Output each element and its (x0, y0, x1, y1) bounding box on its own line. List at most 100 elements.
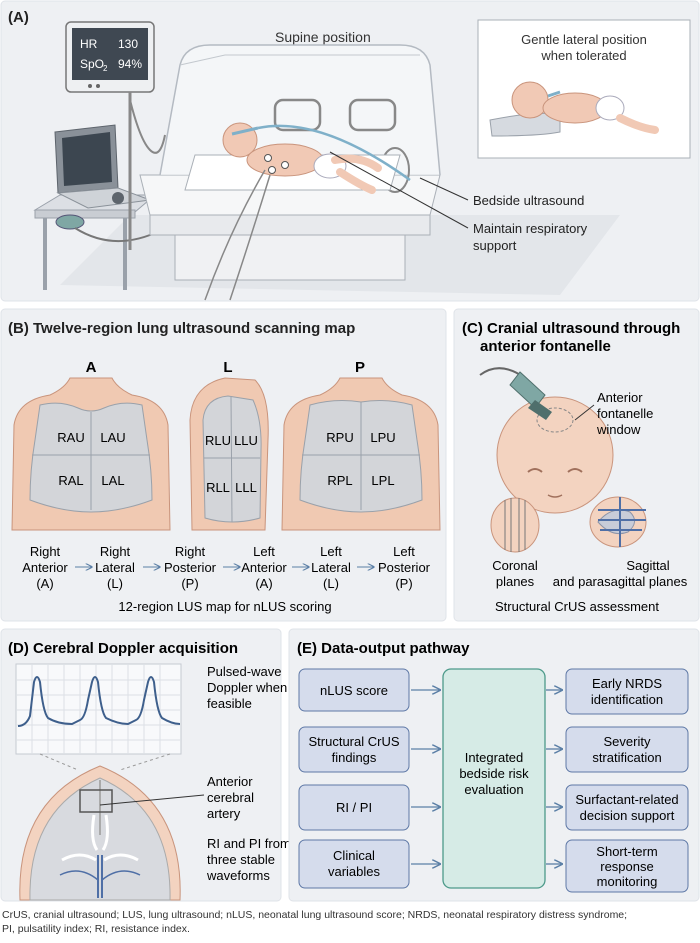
ultrasound-probe (479, 367, 552, 420)
aca-label-line2: cerebral (207, 790, 254, 805)
panel-e: (E) Data-output pathway nLUS score Struc… (288, 628, 700, 902)
panel-c-title-line2: anterior fontanelle (480, 338, 611, 355)
svg-text:Left: Left (253, 544, 275, 559)
panel-d: (D) Cerebral Doppler acquisition Pulsed-… (0, 628, 291, 902)
sagittal-label-line1: Sagittal (626, 558, 669, 573)
input-crus-line1: Structural CrUS (308, 734, 399, 749)
ri-label-line2: three stable (207, 852, 275, 867)
footnote-line2: PI, pulsatility index; RI, resistance in… (2, 923, 190, 935)
callout-bedside-ultrasound: Bedside ultrasound (473, 193, 584, 208)
output-box-severity (565, 726, 689, 773)
pw-label-line3: feasible (207, 696, 252, 711)
output-nrds-line2: identification (591, 692, 663, 707)
svg-text:Anterior: Anterior (22, 560, 68, 575)
input-clinical-line1: Clinical (333, 848, 375, 863)
callout-respiratory-line2: support (473, 238, 517, 253)
region-lal: LAL (101, 473, 124, 488)
fontanelle-label-line1: Anterior (597, 390, 643, 405)
region-lpu: LPU (370, 430, 395, 445)
svg-text:(L): (L) (323, 576, 339, 591)
svg-text:Posterior: Posterior (164, 560, 217, 575)
coronal-label-line1: Coronal (492, 558, 538, 573)
vital-monitor: HR 130 SpO 2 94% (65, 21, 166, 250)
view-label-anterior: A (86, 359, 97, 376)
seq-step-2: Right Lateral (L) (95, 544, 135, 591)
output-surfactant-line1: Surfactant-related (575, 792, 678, 807)
hr-label: HR (80, 37, 98, 51)
svg-text:(P): (P) (395, 576, 412, 591)
hr-value: 130 (118, 37, 138, 51)
pw-label-line2: Doppler when (207, 680, 287, 695)
panel-a: (A) Supine position HR 130 SpO 2 94% (0, 0, 700, 302)
center-line3: evaluation (464, 782, 523, 797)
panel-e-title: (E) Data-output pathway (297, 640, 470, 657)
region-lau: LAU (100, 430, 125, 445)
seq-step-3: Right Posterior (P) (164, 544, 217, 591)
aca-callout-line (99, 794, 205, 806)
panel-b: (B) Twelve-region lung ultrasound scanni… (0, 308, 447, 622)
svg-text:(A): (A) (36, 576, 53, 591)
zoom-line-right (119, 753, 171, 771)
output-severity-line2: stratification (592, 750, 661, 765)
output-monitoring-line3: monitoring (597, 874, 658, 889)
svg-text:Right: Right (100, 544, 131, 559)
region-rpl: RPL (327, 473, 352, 488)
panel-c-title-line1: (C) Cranial ultrasound through (462, 320, 680, 337)
svg-text:Right: Right (175, 544, 206, 559)
ri-label-line3: waveforms (206, 868, 270, 883)
input-crus-line2: findings (332, 750, 377, 765)
region-ral: RAL (58, 473, 83, 488)
callout-line-respiratory (329, 151, 469, 229)
svg-text:(P): (P) (181, 576, 198, 591)
output-monitoring-line1: Short-term (596, 844, 657, 859)
input-box-nlus (298, 668, 410, 712)
panel-d-title: (D) Cerebral Doppler acquisition (8, 640, 238, 657)
svg-text:Lateral: Lateral (95, 560, 135, 575)
panel-b-caption: 12-region LUS map for nLUS scoring (118, 599, 331, 614)
lateral-inset: Gentle lateral position when tolerated (477, 19, 691, 159)
inset-title-line2: when tolerated (540, 48, 626, 63)
panel-c-caption: Structural CrUS assessment (495, 599, 659, 614)
torso-posterior: RPU LPU RPL LPL (281, 377, 441, 531)
sagittal-label-line2: and parasagittal planes (553, 574, 688, 589)
fontanelle-label-line2: fontanelle (597, 406, 653, 421)
output-nrds-line1: Early NRDS (592, 676, 662, 691)
coronal-head (490, 497, 540, 553)
svg-text:Anterior: Anterior (241, 560, 287, 575)
torso-lateral: RLU LLU RLL LLL (189, 377, 269, 531)
panel-c: (C) Cranial ultrasound through anterior … (453, 308, 700, 622)
aca-label-line1: Anterior (207, 774, 253, 789)
callout-line-ultrasound (419, 177, 469, 201)
output-box-monitoring (565, 839, 689, 893)
svg-text:Lateral: Lateral (311, 560, 351, 575)
input-nlus-line1: nLUS score (320, 683, 388, 698)
output-box-surfactant (565, 784, 689, 831)
coronal-label-line2: planes (496, 574, 535, 589)
fontanelle-label-line3: window (596, 422, 641, 437)
infant-supine (204, 122, 411, 301)
region-rpu: RPU (326, 430, 353, 445)
svg-text:Left: Left (393, 544, 415, 559)
svg-text:Right: Right (30, 544, 61, 559)
seq-step-4: Left Anterior (A) (241, 544, 287, 591)
sagittal-head (589, 496, 647, 548)
pw-label-line1: Pulsed-wave (207, 664, 281, 679)
spo2-label: SpO (80, 57, 104, 71)
output-monitoring-line2: response (600, 859, 653, 874)
input-clinical-line2: variables (328, 864, 381, 879)
seq-step-1: Right Anterior (A) (22, 544, 68, 591)
torso-anterior: RAU LAU RAL LAL (11, 377, 171, 531)
input-box-clinical (298, 839, 410, 889)
infant-head (496, 396, 614, 514)
seq-step-5: Left Lateral (L) (311, 544, 351, 591)
input-box-crus (298, 726, 410, 773)
input-ri-pi-line1: RI / PI (336, 800, 372, 815)
output-box-nrds (565, 668, 689, 715)
doppler-spectrum (15, 663, 182, 755)
view-label-posterior: P (355, 359, 365, 376)
region-lll: LLL (235, 480, 257, 495)
panel-b-title: (B) Twelve-region lung ultrasound scanni… (8, 320, 355, 337)
region-rlu: RLU (205, 433, 231, 448)
svg-text:Left: Left (320, 544, 342, 559)
callout-respiratory-line1: Maintain respiratory (473, 221, 588, 236)
